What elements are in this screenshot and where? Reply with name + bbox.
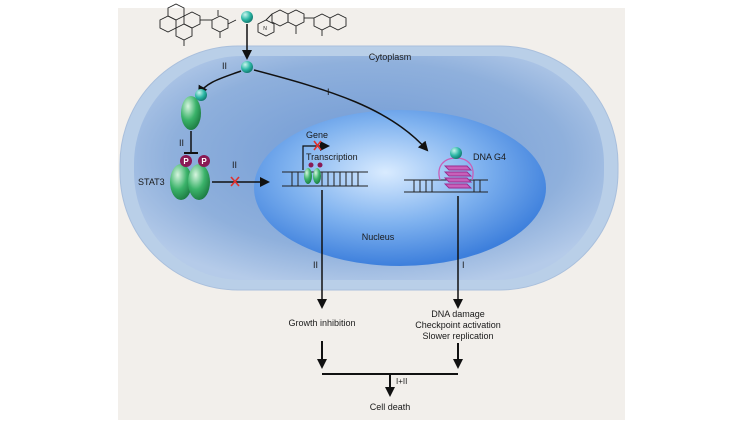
phospho-badge-right: [198, 155, 210, 167]
pathway-i-label-top: I: [327, 87, 330, 97]
transcription-start-arrow: [302, 141, 330, 170]
stat3-monomer: [181, 96, 201, 130]
transcription-label: Transcription: [306, 152, 358, 162]
slower-replication-label: Slower replication: [422, 331, 493, 341]
cell-death-label: Cell death: [370, 402, 411, 412]
pathway-ii-label-bottom: II: [313, 260, 318, 270]
g-quadruplex-icon: [438, 157, 474, 189]
pathway-i-arrow-to-g4: [253, 69, 429, 152]
stat3-label: STAT3: [138, 177, 165, 187]
nucleus-label: Nucleus: [362, 232, 395, 242]
phospho-badge-left: [180, 155, 192, 167]
gene-dna-strand: [282, 171, 368, 187]
blocked-translocation-icon: [230, 176, 240, 187]
growth-inhibition-label: Growth inhibition: [288, 318, 355, 328]
stat3-on-promoter-left: [304, 168, 312, 184]
stat3-on-promoter-right: [313, 168, 321, 184]
ligand-bound-g4: [450, 147, 462, 159]
pathway-i-label-bottom: I: [462, 260, 465, 270]
dna-damage-label: DNA damage: [431, 309, 485, 319]
pathway-ii-label-top: II: [222, 61, 227, 71]
ligand-bound-stat3: [195, 89, 207, 101]
compound-structure-left-icon: [159, 3, 237, 46]
gene-label: Gene: [306, 130, 328, 140]
atom-label-n: N: [263, 26, 267, 32]
g4-dna-strand: [404, 179, 488, 193]
ligand-molecule-top: [241, 11, 253, 23]
checkpoint-activation-label: Checkpoint activation: [415, 320, 501, 330]
cytoplasm-label: Cytoplasm: [369, 52, 412, 62]
phospho-label-right: P: [201, 157, 207, 166]
blocked-transcription-icon: [313, 140, 322, 151]
promoter-phospho-right: [317, 162, 323, 168]
stat3-dimer-right: [188, 164, 210, 200]
dna-g4-label: DNA G4: [473, 152, 506, 162]
pathway-ii-label-nuclear: II: [232, 160, 237, 170]
phospho-label-left: P: [183, 157, 189, 166]
pathway-ii-label-inhibit: II: [179, 138, 184, 148]
promoter-phospho-left: [308, 162, 314, 168]
compound-structure-right-icon: [257, 9, 347, 37]
ligand-molecule-cytoplasm: [241, 61, 253, 73]
nucleus-region: [254, 110, 546, 266]
stat3-dimer-left: [170, 164, 192, 200]
combined-pathway-label: I+II: [396, 377, 407, 386]
